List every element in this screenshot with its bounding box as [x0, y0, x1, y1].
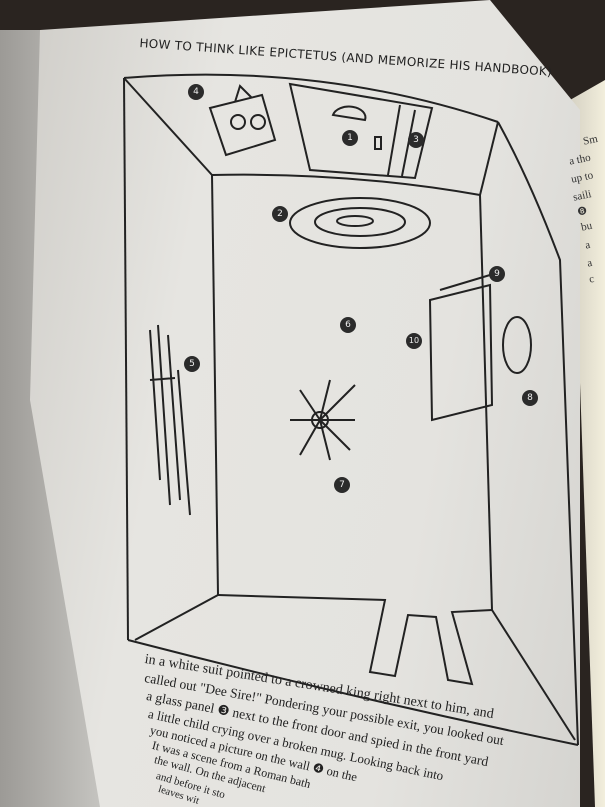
left-page [30, 0, 580, 807]
door-opening [217, 594, 493, 686]
chandelier [290, 379, 356, 461]
back-wall-right [479, 194, 493, 611]
weapons-rack [149, 324, 191, 516]
room-outer-right [497, 121, 579, 746]
right-page-text: bu [580, 219, 594, 234]
rug-inner [314, 207, 406, 237]
room-outer-bottom [127, 639, 579, 746]
marker-6: 6 [340, 317, 356, 333]
mirror [502, 316, 532, 374]
marker-2: 2 [272, 206, 288, 222]
rug-center [336, 215, 374, 227]
door-window [331, 105, 367, 122]
door-knob [374, 136, 382, 150]
marker-9: 9 [489, 266, 505, 282]
rug [289, 197, 431, 249]
floor-corner-right [491, 609, 576, 741]
picture-person-2 [250, 114, 266, 130]
picture-frame [208, 84, 277, 157]
cabinet [428, 274, 494, 422]
room-outer-top [123, 73, 499, 123]
back-wall-left [211, 174, 219, 596]
marker-8: 8 [522, 390, 538, 406]
ceiling-corner-right [479, 121, 499, 196]
back-wall-top [211, 173, 481, 196]
chandelier-hub [311, 411, 329, 429]
floor-corner-left [134, 594, 219, 641]
marker-5: 5 [184, 356, 200, 372]
marker-3: 3 [408, 132, 424, 148]
picture-person-1 [230, 114, 246, 130]
marker-10: 10 [406, 333, 422, 349]
marker-7: 7 [334, 477, 350, 493]
marker-4: 4 [188, 84, 204, 100]
ceiling-corner-left [123, 77, 213, 176]
marker-1: 1 [342, 130, 358, 146]
room-outer-left [123, 77, 129, 641]
